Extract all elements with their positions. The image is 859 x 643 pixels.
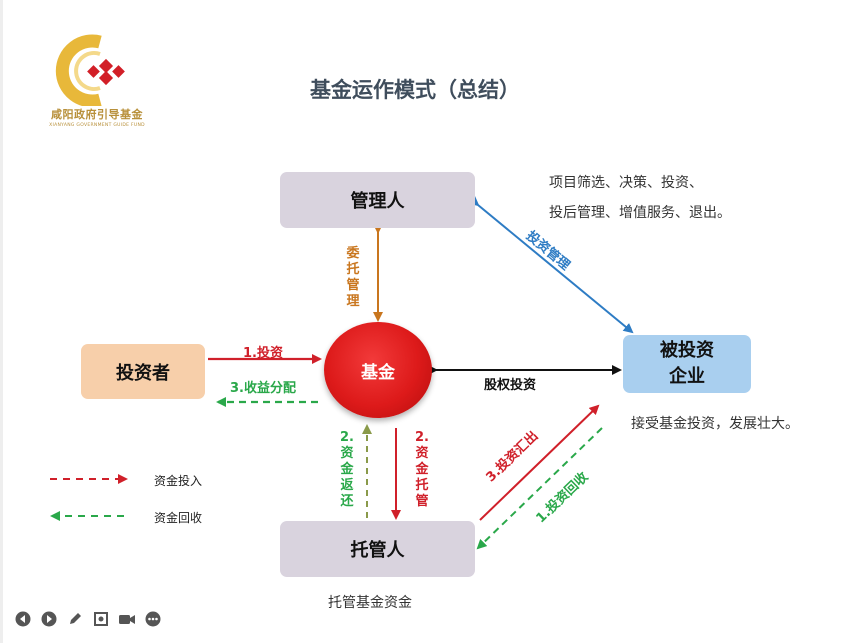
label-fund-custody-char: 管 — [415, 494, 429, 509]
label-entrust-char: 管 — [346, 278, 360, 293]
label-fund-return-char: 还 — [340, 494, 354, 509]
company-desc: 接受基金投资，发展壮大。 — [631, 416, 799, 432]
logo-mark-icon — [55, 34, 125, 106]
more-icon[interactable] — [144, 610, 162, 628]
legend-recovery: 资金回收 — [154, 511, 203, 525]
prev-icon[interactable] — [14, 610, 32, 628]
page-title: 基金运作模式（总结） — [310, 78, 520, 102]
logo — [42, 34, 152, 134]
label-fund-return-char: 返 — [340, 478, 354, 493]
pen-icon[interactable] — [66, 610, 84, 628]
label-fund-return: 2. 资 金 返 还 — [339, 430, 355, 510]
label-fund-return-char: 资 — [340, 446, 354, 461]
label-invest: 1.投资 — [243, 346, 283, 361]
label-entrust-char: 委 — [346, 246, 360, 261]
label-fund-return-char: 2. — [340, 430, 354, 445]
arrow-recover — [476, 427, 603, 550]
legend-inflow: 资金投入 — [154, 474, 203, 488]
label-fund-custody: 2. 资 金 托 管 — [414, 430, 430, 510]
logo-name: 咸阳政府引导基金 — [51, 108, 143, 121]
arrow-invest-manage — [468, 196, 634, 334]
label-fund-custody-char: 金 — [415, 462, 429, 477]
label-fund-return-char: 金 — [340, 462, 354, 477]
manager-desc-line1: 项目筛选、决策、投资、 — [549, 175, 703, 191]
label-distribute: 3.收益分配 — [230, 381, 296, 396]
screen-icon[interactable] — [92, 610, 110, 628]
label-entrust: 委 托 管 理 — [345, 246, 361, 310]
arrow-remit — [479, 404, 600, 521]
custodian-desc: 托管基金资金 — [328, 595, 412, 611]
camera-icon[interactable] — [118, 610, 136, 628]
node-company: 被投资 企业 — [623, 335, 751, 393]
node-company-line2: 企业 — [669, 366, 705, 387]
next-icon[interactable] — [40, 610, 58, 628]
node-manager: 管理人 — [280, 172, 475, 228]
node-fund: 基金 — [324, 322, 432, 418]
label-entrust-char: 托 — [346, 262, 360, 277]
slideshow-toolbar — [14, 610, 162, 628]
label-entrust-char: 理 — [346, 294, 360, 309]
label-fund-custody-char: 2. — [415, 430, 429, 445]
node-company-line1: 被投资 — [660, 340, 714, 361]
label-fund-custody-char: 托 — [415, 478, 429, 493]
manager-desc-line2: 投后管理、增值服务、退出。 — [549, 205, 731, 221]
label-equity: 股权投资 — [484, 378, 537, 393]
node-custodian: 托管人 — [280, 521, 475, 577]
label-fund-custody-char: 资 — [415, 446, 429, 461]
node-investor: 投资者 — [81, 344, 205, 399]
logo-subtitle: XIANYANG GOVERNMENT GUIDE FUND — [49, 123, 145, 128]
